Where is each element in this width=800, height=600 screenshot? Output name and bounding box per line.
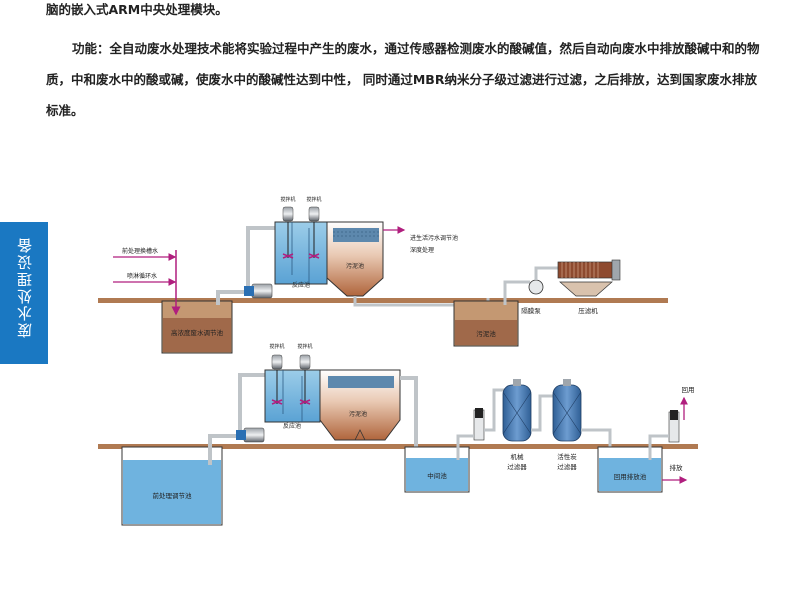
- ground-line-top: [98, 298, 668, 303]
- mixer-blade-1: [282, 253, 294, 259]
- sludge-label-top: 污泥池: [346, 262, 364, 270]
- pipe-to-mid-tank: [400, 376, 418, 460]
- mid-tank-water: [406, 458, 468, 491]
- pre-treatment-tank-water: [123, 460, 221, 524]
- diaphragm-pump: [528, 279, 544, 295]
- filter-press-label: 压滤机: [578, 306, 598, 315]
- mixer-label-bottom-2: 搅拌机: [297, 343, 312, 350]
- vertical-pump-1-motor: [475, 408, 483, 418]
- pipe-pump-to-filter: [484, 388, 505, 432]
- high-conc-tank-label: 高浓度废水调节池: [171, 328, 224, 337]
- intro-function-paragraph: 功能：全自动废水处理技术能将实验过程中产生的废水，通过传感器检测废水的酸碱值，然…: [46, 33, 766, 126]
- mixer-bottom-motor-2: [299, 354, 311, 370]
- pipe-reuse-to-pump: [648, 434, 669, 460]
- inflow-label-1: 前处理换槽水: [122, 247, 158, 255]
- mixer-label-bottom-1: 搅拌机: [269, 343, 284, 350]
- inflow-label-2: 喷淋循环水: [127, 272, 157, 280]
- filter-press-plate-lines: [561, 262, 599, 278]
- pipe-between-filters: [531, 394, 553, 432]
- mixer-bottom-blade-2: [299, 399, 311, 405]
- mechanical-filter-cap: [513, 379, 521, 386]
- pipe-to-pump-top: [216, 290, 252, 305]
- reuse-tank-label: 回用排放池: [614, 472, 647, 481]
- pump-motor-bottom: [243, 427, 265, 443]
- carbon-filter-label-2: 过滤器: [557, 462, 577, 471]
- next-label-1: 进生活污水调节池: [410, 234, 458, 242]
- mixer-motor-1: [282, 206, 294, 222]
- mixer-blade-2: [308, 253, 320, 259]
- settler-bottom-divider: [354, 429, 366, 441]
- pump-head-bottom: [236, 430, 246, 440]
- bottom-process: 前处理调节池 搅拌机 搅拌机 反应池 污泥池 中间池: [98, 343, 698, 526]
- mixer-bottom-motor-1: [271, 354, 283, 370]
- mech-filter-label-1: 机械: [511, 452, 525, 461]
- mid-tank-label: 中间池: [427, 471, 447, 480]
- reactor-tank-top: [274, 221, 328, 285]
- pipe-mid-to-pump: [456, 434, 474, 460]
- mixer-motor-2: [308, 206, 320, 222]
- pump-head-top: [244, 286, 254, 296]
- intro-line-1: 脑的嵌入式ARM中央处理模块。: [46, 2, 228, 17]
- intro-function-text: 功能：全自动废水处理技术能将实验过程中产生的废水，通过传感器检测废水的酸碱值，然…: [46, 41, 760, 118]
- filter-press-hopper: [559, 281, 613, 297]
- ground-line-bottom: [98, 444, 698, 449]
- reactor-label-bottom: 反应池: [283, 422, 301, 430]
- sludge-label-bottom: 污泥池: [349, 410, 367, 418]
- next-label-2: 深度处理: [410, 246, 434, 254]
- settler-bottom-media: [328, 376, 394, 388]
- filter-press-head: [611, 259, 621, 281]
- pipe-to-diaphragm-pump: [503, 280, 530, 305]
- side-category-tab[interactable]: 废水处理设备: [0, 222, 48, 364]
- mixer-bottom-blade-1: [271, 399, 283, 405]
- reactor-label-top: 反应池: [292, 281, 310, 289]
- carbon-filter-cap: [563, 379, 571, 386]
- pump-motor-top: [251, 283, 273, 299]
- reuse-tank-water: [599, 458, 661, 491]
- diaphragm-pump-label: 隔膜泵: [521, 306, 541, 315]
- settler-media-top: [333, 228, 379, 242]
- reuse-label: 回用: [682, 386, 695, 394]
- carbon-filter-label-1: 活性炭: [557, 452, 577, 461]
- mixer-label-top-2: 搅拌机: [306, 196, 321, 203]
- pre-treatment-tank-label: 前处理调节池: [153, 491, 193, 500]
- pipe-to-pump-bottom: [208, 434, 236, 465]
- carbon-filter-crosshatch: [552, 391, 582, 435]
- mixer-label-top-1: 搅拌机: [280, 196, 295, 203]
- top-process: 高浓度废水调节池 前处理换槽水 喷淋循环水 搅拌机 搅拌机 反应池 污泥池 进生…: [98, 196, 668, 354]
- sludge-pit-label: 污泥池: [476, 329, 496, 338]
- pipe-to-filter-press: [534, 266, 560, 280]
- discharge-label: 排放: [670, 463, 684, 472]
- mech-filter-label-2: 过滤器: [507, 462, 527, 471]
- reactor-tank-bottom: [264, 369, 321, 423]
- vertical-pump-2-motor: [670, 410, 678, 420]
- high-conc-tank-liquid: [163, 318, 231, 352]
- pipe-to-reactor-bottom: [238, 373, 266, 430]
- mechanical-filter-crosshatch: [502, 391, 532, 435]
- pipe-to-reactor-top: [246, 226, 280, 286]
- sludge-pit-liquid: [455, 320, 517, 345]
